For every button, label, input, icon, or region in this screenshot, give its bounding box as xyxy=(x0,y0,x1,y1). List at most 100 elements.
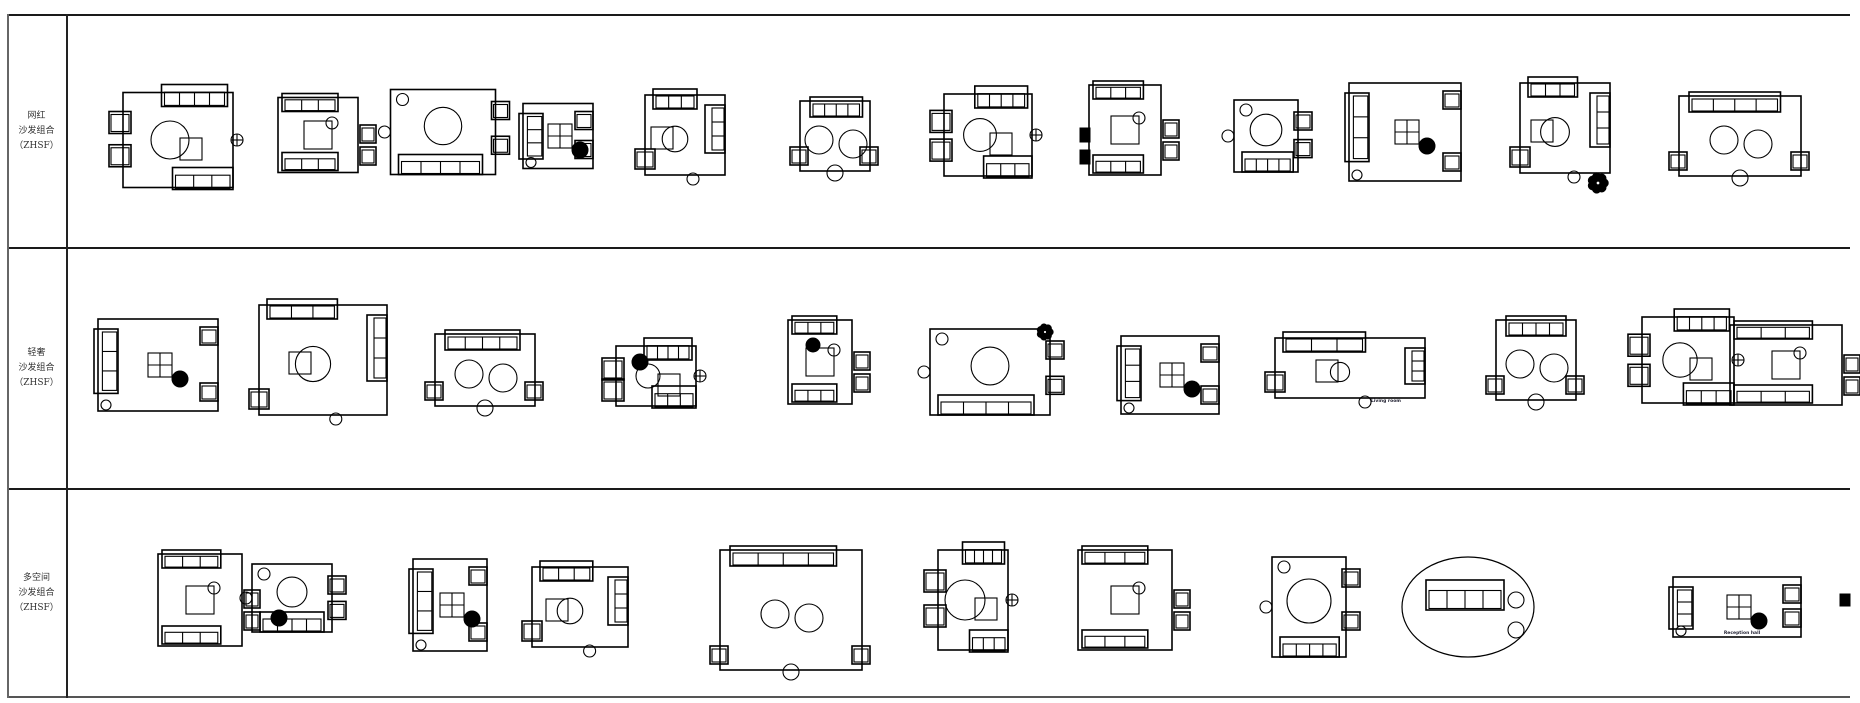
plan-rect xyxy=(971,637,1006,652)
category-label: 网红 沙发组合 （ZHSF） xyxy=(14,109,59,154)
plan-rect xyxy=(1673,308,1731,332)
row-divider-1 xyxy=(7,247,1850,249)
sofa-icon xyxy=(973,85,1029,109)
armchair-icon xyxy=(1843,376,1860,396)
plan-rect xyxy=(1343,571,1359,586)
plan-rect xyxy=(614,579,628,623)
plan-rect xyxy=(794,321,835,334)
plan-circle xyxy=(963,118,997,152)
plan-circle xyxy=(488,363,518,393)
plan-rect xyxy=(925,607,945,626)
plan-circle xyxy=(917,365,931,379)
plan-rect xyxy=(1202,388,1218,403)
plan-rect xyxy=(1404,347,1426,385)
plan-rect xyxy=(601,357,625,381)
sofa-icon xyxy=(961,541,1006,565)
plan-rect xyxy=(1771,350,1801,380)
plan-circle xyxy=(1567,170,1581,184)
plan-rect xyxy=(1485,375,1505,395)
rug-outline xyxy=(412,558,488,652)
plan-rect xyxy=(523,623,541,640)
floor-plan xyxy=(789,96,879,182)
plan-rect xyxy=(361,127,375,142)
armchair-icon xyxy=(108,143,132,168)
plan-rect xyxy=(1565,375,1585,395)
room-label: Living room xyxy=(1371,398,1401,404)
category-label-cell: 网红 沙发组合 （ZHSF） xyxy=(7,16,66,247)
plan-rect xyxy=(416,571,433,631)
plan-rect xyxy=(851,645,871,665)
floor-plan xyxy=(1077,545,1191,651)
plan-circle xyxy=(377,125,392,139)
plan-rect xyxy=(110,147,130,166)
category-code: （ZHSF） xyxy=(14,602,59,613)
armchair-icon xyxy=(1341,568,1361,588)
rug-outline xyxy=(615,345,697,407)
sofa-icon xyxy=(1425,579,1505,611)
floor-plan xyxy=(408,558,488,652)
lamp-icon xyxy=(230,133,244,147)
floor-plan xyxy=(277,92,377,174)
plan-rect xyxy=(1790,151,1810,171)
plan-rect xyxy=(1792,154,1808,169)
armchair-icon xyxy=(1079,127,1091,143)
sofa-icon xyxy=(1081,545,1149,565)
plan-rect xyxy=(1341,611,1361,631)
plan-rect xyxy=(791,383,838,403)
plan-circle xyxy=(1507,621,1525,639)
plan-rect xyxy=(974,597,998,621)
rug-outline xyxy=(157,553,243,647)
plan-rect xyxy=(359,146,377,166)
plan-rect xyxy=(1202,346,1218,361)
sofa-icon xyxy=(1344,92,1370,163)
armchair-icon xyxy=(359,124,377,144)
sofa-icon xyxy=(281,151,339,172)
sofa-icon xyxy=(1505,315,1567,337)
plan-circle xyxy=(1259,600,1273,614)
plan-rect xyxy=(424,381,444,401)
plan-rect xyxy=(1629,336,1649,355)
plan-rect xyxy=(1567,378,1583,393)
floor-plan xyxy=(1668,576,1802,638)
sofa-icon xyxy=(1589,92,1611,148)
lamp-icon xyxy=(1731,353,1745,367)
plan-circle xyxy=(826,164,844,182)
rug-outline xyxy=(644,94,726,176)
plan-rect xyxy=(789,146,809,166)
plan-rect xyxy=(1084,551,1146,564)
plan-rect xyxy=(161,549,222,569)
plan-rect xyxy=(470,625,486,640)
plan-rect xyxy=(1736,390,1810,403)
plan-rect xyxy=(361,149,375,164)
rug-outline xyxy=(1348,82,1462,182)
armchair-icon xyxy=(853,373,871,393)
armchair-icon xyxy=(859,146,879,166)
plan-rect xyxy=(1343,614,1359,629)
plan-rect xyxy=(791,315,838,335)
sofa-icon xyxy=(1527,76,1579,98)
row-divider-2 xyxy=(7,488,1850,490)
sofa-icon xyxy=(982,155,1033,179)
table-top-border xyxy=(7,14,1850,16)
plan-rect xyxy=(327,600,347,621)
plan-rect xyxy=(1315,359,1339,383)
plan-circle xyxy=(1750,612,1768,630)
plan-rect xyxy=(923,604,947,628)
plan-rect xyxy=(259,611,325,633)
plan-rect xyxy=(603,381,623,400)
plan-rect xyxy=(490,100,511,121)
armchair-icon xyxy=(1264,371,1286,393)
sofa-icon xyxy=(1733,320,1814,340)
armchair-icon xyxy=(1627,363,1651,388)
sofa-icon xyxy=(259,611,325,633)
catalog-table: 网红 沙发组合 （ZHSF） 轻奢 沙发组合 （ZHSF） 多空间 沙发组合 （… xyxy=(7,14,1850,698)
plan-rect xyxy=(108,143,132,168)
armchair-icon xyxy=(1293,111,1313,131)
floor-plan xyxy=(1259,556,1361,658)
plan-rect xyxy=(711,648,727,663)
sofa-icon xyxy=(1733,384,1814,404)
plan-rect xyxy=(859,146,879,166)
plan-rect xyxy=(1784,587,1800,602)
lamp-icon xyxy=(693,369,707,383)
